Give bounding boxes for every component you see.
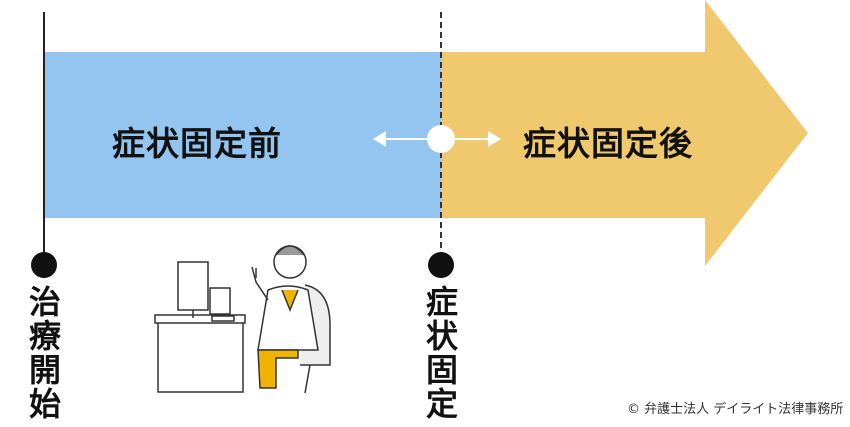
before-phase-label: 症状固定前: [112, 124, 282, 163]
double-arrow-icon: [373, 125, 501, 153]
fixed-dot: [428, 252, 454, 278]
after-phase-arrow: [441, 0, 808, 266]
before-phase-bar: [45, 52, 441, 218]
start-milestone-label: 治療開始: [24, 285, 62, 421]
start-dot: [31, 252, 57, 278]
fixed-milestone-label: 症状固定: [421, 285, 459, 421]
copyright-text: © 弁護士法人 デイライト法律事務所: [627, 402, 844, 417]
doctor-illustration: [154, 245, 331, 394]
after-phase-label: 症状固定後: [523, 124, 693, 163]
